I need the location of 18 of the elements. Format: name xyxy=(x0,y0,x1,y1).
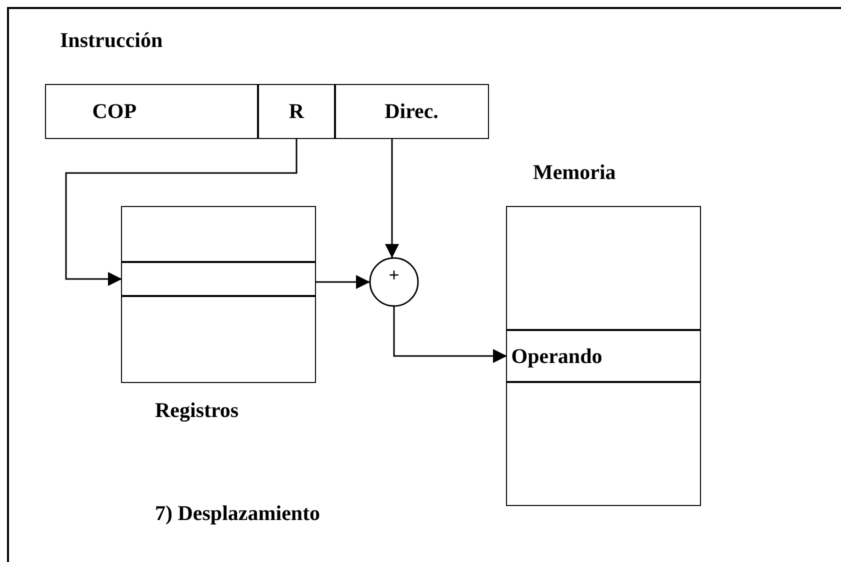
register-cell xyxy=(121,261,316,297)
field-cell: R xyxy=(257,84,336,139)
heading: Memoria xyxy=(533,162,616,183)
memory-cell xyxy=(506,381,701,506)
arrow xyxy=(65,138,298,286)
arrow xyxy=(385,138,399,258)
arrow xyxy=(315,275,370,289)
register-cell xyxy=(121,295,316,383)
memory-cell: Operando xyxy=(506,329,701,383)
field-cell: Direc. xyxy=(334,84,489,139)
heading: Registros xyxy=(155,400,239,421)
memory-cell xyxy=(506,206,701,331)
arrow xyxy=(393,306,507,363)
heading: Instrucción xyxy=(60,30,163,51)
register-cell xyxy=(121,206,316,263)
adder-circle: + xyxy=(370,258,418,306)
field-cell: COP xyxy=(45,84,259,139)
caption: 7) Desplazamiento xyxy=(155,503,320,524)
